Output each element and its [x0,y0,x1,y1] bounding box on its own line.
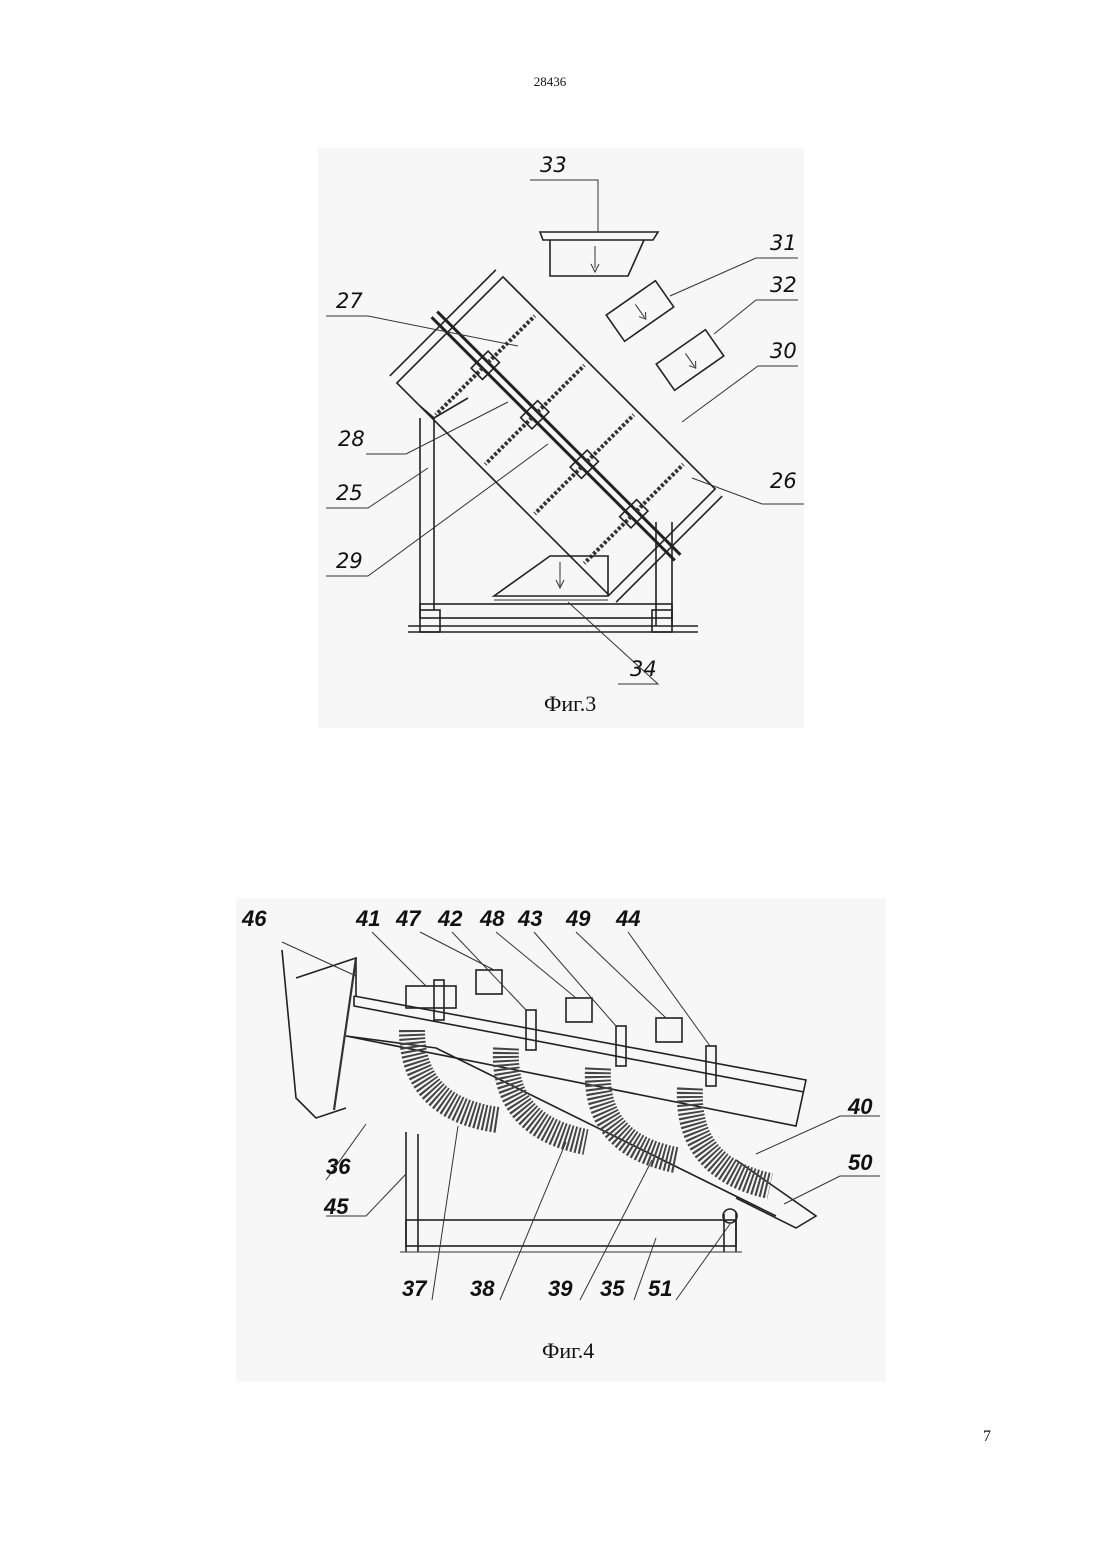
brush-rotor-37 [412,1030,498,1120]
inlet-hopper [540,232,658,276]
rotor-row-upper [488,316,683,511]
brush-rotor-40 [690,1088,770,1186]
fig3-label-27: 27 [336,289,363,313]
fig4-label-40: 40 [847,1094,873,1119]
leader-lines [282,932,880,1300]
fig4-label-43: 43 [517,906,542,931]
fig4-label-46: 46 [241,906,267,931]
fig3-label-30: 30 [770,339,797,363]
fig3-label-26: 26 [770,469,797,493]
figure-4: 46 41 47 42 48 43 49 44 36 45 40 50 37 3… [236,898,886,1382]
fig4-label-35: 35 [600,1276,625,1301]
brush-rotor-38 [506,1048,586,1142]
fig4-label-36: 36 [326,1154,351,1179]
rotor-row-lower [436,368,631,563]
fig4-label-45: 45 [323,1194,349,1219]
fig3-label-33: 33 [540,153,567,177]
fig4-label-41: 41 [355,906,380,931]
figure-3-caption: Фиг.3 [544,691,596,717]
fig4-label-37: 37 [402,1276,428,1301]
fig4-label-48: 48 [479,906,505,931]
fig3-label-32: 32 [770,273,797,297]
fig3-label-31: 31 [770,231,797,255]
fig4-label-51: 51 [648,1276,672,1301]
drive-units [406,970,716,1086]
feed-chute-32 [656,330,724,391]
doc-number: 28436 [0,74,1100,90]
fig4-label-50: 50 [848,1150,873,1175]
fig4-label-44: 44 [615,906,640,931]
figure-3: 33 31 32 30 27 28 25 29 26 34 Фиг.3 [318,148,804,728]
fig3-label-34: 34 [630,657,657,681]
bearing-blocks [471,351,648,528]
fig4-label-39: 39 [548,1276,573,1301]
fig3-label-29: 29 [336,549,363,573]
leader-lines [326,180,804,684]
fig4-label-38: 38 [470,1276,495,1301]
figure-3-drawing: 33 31 32 30 27 28 25 29 26 34 [318,148,804,728]
page-number: 7 [983,1428,991,1446]
fig4-label-47: 47 [395,906,422,931]
fig4-label-49: 49 [565,906,591,931]
figure-4-caption: Фиг.4 [542,1338,594,1364]
fig4-label-42: 42 [437,906,463,931]
fig3-label-25: 25 [336,481,363,505]
fig3-label-28: 28 [338,427,365,451]
feed-chute-31 [606,281,674,342]
figure-4-drawing: 46 41 47 42 48 43 49 44 36 45 40 50 37 3… [236,898,886,1382]
brush-rotor-39 [598,1068,676,1160]
